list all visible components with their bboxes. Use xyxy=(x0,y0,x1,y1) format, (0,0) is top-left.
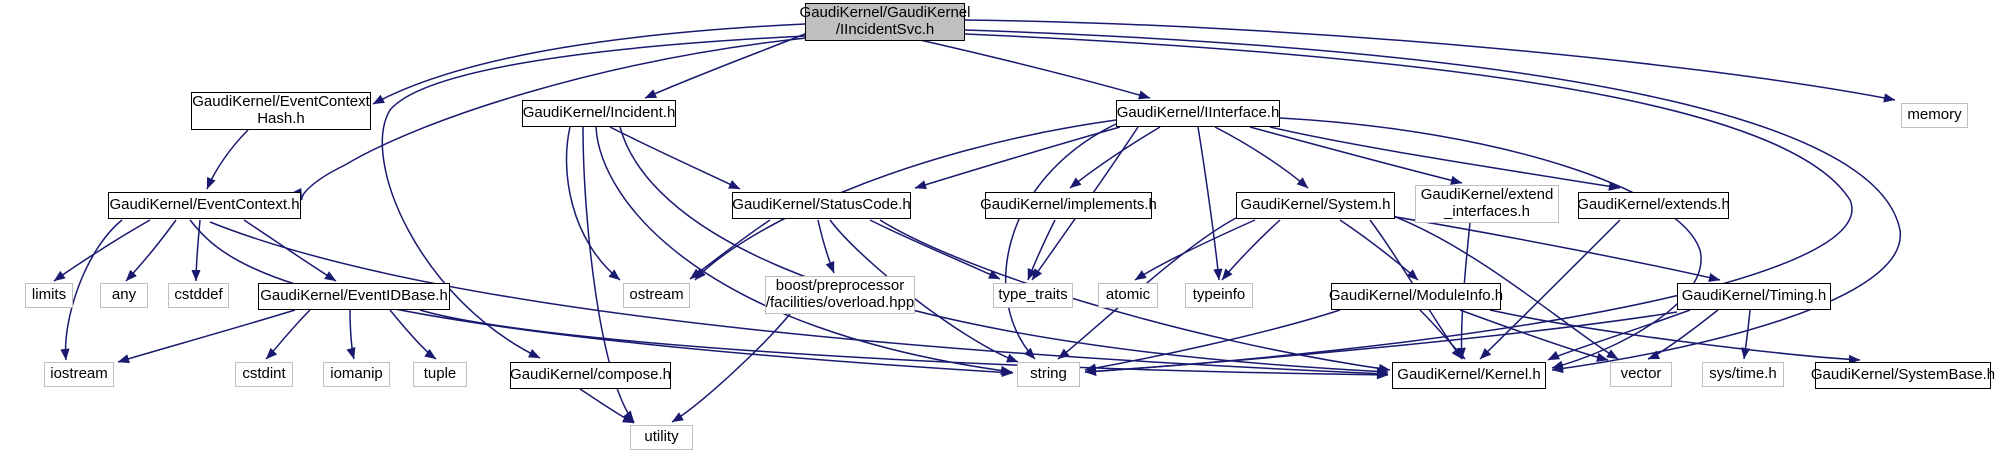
graph-node-cstddef[interactable]: cstddef xyxy=(168,283,229,308)
graph-node-evtctxhash[interactable]: GaudiKernel/EventContext Hash.h xyxy=(191,92,371,130)
graph-edge-root-to-evtctxhash xyxy=(372,23,806,105)
graph-edge-iinterface-to-kernel xyxy=(1279,117,1702,370)
graph-node-iinterface[interactable]: GaudiKernel/IInterface.h xyxy=(1116,100,1280,127)
graph-edge-timing-to-systime xyxy=(1740,309,1751,360)
graph-edge-moduleinfo-to-systembase xyxy=(1489,309,1861,365)
graph-edge-incident-to-kernel xyxy=(619,126,1389,377)
graph-edge-moduleinfo-to-string xyxy=(1084,309,1341,373)
graph-edge-incident-to-string xyxy=(595,126,1013,376)
graph-edge-timing-to-string xyxy=(1084,311,1678,376)
graph-node-systembase[interactable]: GaudiKernel/SystemBase.h xyxy=(1811,362,1995,389)
graph-node-kernel[interactable]: GaudiKernel/Kernel.h xyxy=(1392,362,1546,389)
graph-edge-root-to-memory xyxy=(964,19,1896,103)
graph-edge-iinterface-to-typeinfo xyxy=(1197,126,1223,281)
graph-node-extends[interactable]: GaudiKernel/extends.h xyxy=(1577,192,1730,219)
graph-edge-iinterface-to-statuscode xyxy=(914,126,1121,190)
graph-edge-iinterface-to-extendifs xyxy=(1249,126,1463,185)
graph-edge-evtctx-to-cstddef xyxy=(191,219,201,282)
graph-node-boostpp[interactable]: boost/preprocessor /facilities/overload.… xyxy=(765,276,915,314)
graph-edge-iinterface-to-string xyxy=(1005,123,1117,360)
graph-edge-evtidbase-to-cstdint xyxy=(265,309,311,360)
graph-node-typeinfo[interactable]: typeinfo xyxy=(1185,283,1253,308)
graph-edge-root-to-iinterface xyxy=(919,39,1151,100)
graph-edge-evtctxhash-to-evtctx xyxy=(206,129,249,190)
graph-node-utility[interactable]: utility xyxy=(630,425,693,450)
graph-node-moduleinfo[interactable]: GaudiKernel/ModuleInfo.h xyxy=(1329,283,1503,310)
graph-edge-boostpp-to-utility xyxy=(671,313,791,423)
graph-node-vector[interactable]: vector xyxy=(1610,362,1672,387)
graph-edge-system-to-timing xyxy=(1389,215,1721,283)
graph-edge-evtctx-to-any xyxy=(125,219,177,282)
graph-node-memory[interactable]: memory xyxy=(1901,103,1968,128)
graph-edge-iinterface-to-extends xyxy=(1269,126,1621,191)
graph-node-evtidbase[interactable]: GaudiKernel/EventIDBase.h xyxy=(258,283,450,310)
graph-edge-evtidbase-to-tuple xyxy=(389,309,437,360)
graph-node-extendifs[interactable]: GaudiKernel/extend _interfaces.h xyxy=(1415,185,1559,223)
graph-edge-statuscode-to-boostpp xyxy=(817,219,835,274)
graph-node-cstdint[interactable]: cstdint xyxy=(235,362,293,387)
graph-edge-evtidbase-to-iostream xyxy=(117,309,296,364)
graph-edge-implements-to-type_traits xyxy=(1027,219,1056,281)
graph-edge-timing-to-vector xyxy=(1647,309,1719,360)
graph-node-evtctx[interactable]: GaudiKernel/EventContext.h xyxy=(108,192,301,219)
graph-edge-evtctx-to-evtidbase xyxy=(243,219,337,282)
graph-edge-incident-to-ostream xyxy=(565,126,621,281)
graph-edge-system-to-moduleinfo xyxy=(1339,219,1419,281)
graph-node-type_traits[interactable]: type_traits xyxy=(993,283,1073,308)
graph-node-any[interactable]: any xyxy=(100,283,148,308)
graph-node-implements[interactable]: GaudiKernel/implements.h xyxy=(980,192,1157,219)
graph-node-timing[interactable]: GaudiKernel/Timing.h xyxy=(1677,283,1831,310)
graph-edge-timing-to-kernel xyxy=(1547,309,1691,361)
graph-edge-moduleinfo-to-vector xyxy=(1459,309,1609,362)
graph-edge-incident-to-statuscode xyxy=(609,126,741,190)
graph-node-system[interactable]: GaudiKernel/System.h xyxy=(1236,192,1395,219)
graph-node-ostream[interactable]: ostream xyxy=(623,283,690,308)
graph-edge-moduleinfo-to-kernel xyxy=(1419,309,1466,360)
graph-node-statuscode[interactable]: GaudiKernel/StatusCode.h xyxy=(732,192,911,219)
graph-node-atomic[interactable]: atomic xyxy=(1098,283,1158,308)
graph-node-iostream[interactable]: iostream xyxy=(44,362,114,387)
graph-node-limits[interactable]: limits xyxy=(25,283,73,308)
graph-edge-evtidbase-to-iomanip xyxy=(346,309,356,360)
graph-edge-system-to-typeinfo xyxy=(1221,219,1281,281)
graph-node-tuple[interactable]: tuple xyxy=(413,362,467,387)
graph-node-string[interactable]: string xyxy=(1017,362,1080,387)
graph-edge-root-to-incident xyxy=(644,31,811,99)
graph-edge-evtctx-to-limits xyxy=(53,219,151,282)
graph-edge-statuscode-to-ostream xyxy=(689,219,771,280)
graph-edge-statuscode-to-type_traits xyxy=(869,219,1001,280)
graph-edge-system-to-atomic xyxy=(1134,219,1256,281)
graph-edge-iinterface-to-system xyxy=(1214,126,1309,189)
graph-node-systime[interactable]: sys/time.h xyxy=(1702,362,1784,387)
graph-node-root[interactable]: GaudiKernel/GaudiKernel /IIncidentSvc.h xyxy=(800,3,970,41)
graph-node-compose[interactable]: GaudiKernel/compose.h xyxy=(510,362,671,389)
graph-edge-compose-to-utility xyxy=(579,388,635,424)
graph-node-incident[interactable]: GaudiKernel/Incident.h xyxy=(522,100,676,127)
graph-node-iomanip[interactable]: iomanip xyxy=(323,362,390,387)
graph-edge-iinterface-to-implements xyxy=(1069,126,1161,189)
